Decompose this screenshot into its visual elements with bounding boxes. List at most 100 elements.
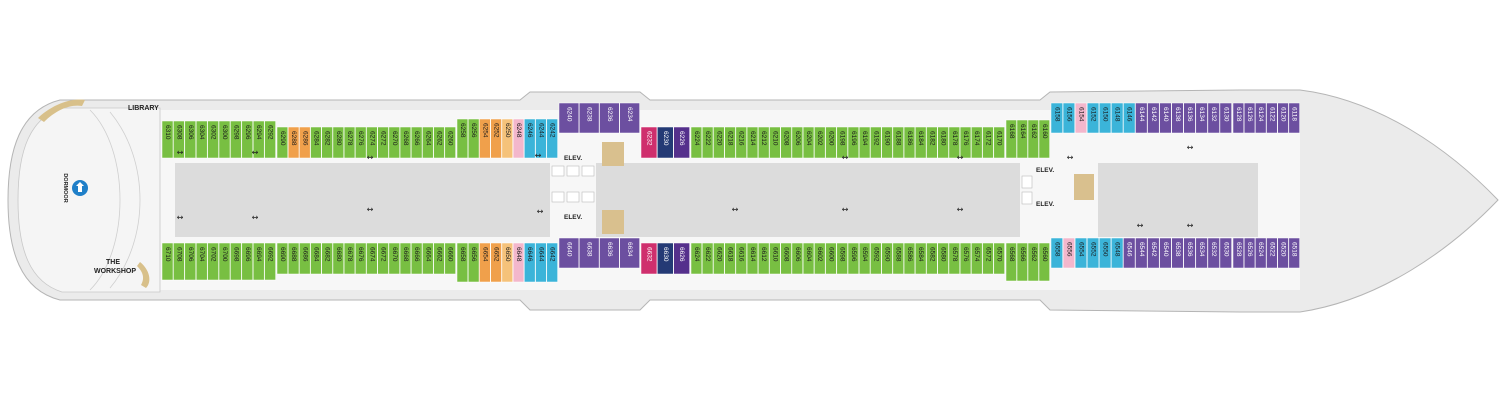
cabin-6194[interactable] bbox=[858, 126, 871, 159]
cabin-6586[interactable] bbox=[903, 242, 916, 275]
cabin-6290[interactable] bbox=[276, 126, 289, 159]
cabin-6198[interactable] bbox=[836, 126, 848, 159]
cabin-6310[interactable] bbox=[161, 120, 174, 159]
cabin-6234[interactable] bbox=[619, 102, 640, 134]
cabin-6130[interactable] bbox=[1219, 102, 1232, 134]
cabin-6542[interactable] bbox=[1147, 237, 1160, 269]
cabin-6568[interactable] bbox=[1005, 242, 1017, 282]
cabin-6154[interactable] bbox=[1074, 102, 1088, 134]
cabin-6192[interactable] bbox=[870, 126, 882, 159]
cabin-6648[interactable] bbox=[512, 242, 525, 283]
cabin-6140[interactable] bbox=[1159, 102, 1172, 134]
cabin-6616[interactable] bbox=[735, 242, 747, 275]
cabin-6674[interactable] bbox=[366, 242, 378, 275]
cabin-6208[interactable] bbox=[780, 126, 792, 159]
cabin-6580[interactable] bbox=[937, 242, 949, 275]
cabin-6230[interactable] bbox=[657, 126, 674, 159]
cabin-6236[interactable] bbox=[599, 102, 620, 134]
cabin-6180[interactable] bbox=[937, 126, 949, 159]
cabin-6626[interactable] bbox=[673, 242, 690, 275]
cabin-6210[interactable] bbox=[769, 126, 781, 159]
cabin-6124[interactable] bbox=[1255, 102, 1267, 134]
cabin-6682[interactable] bbox=[321, 242, 333, 275]
cabin-6232[interactable] bbox=[640, 126, 658, 159]
cabin-6598[interactable] bbox=[836, 242, 848, 275]
cabin-6164[interactable] bbox=[1016, 119, 1028, 159]
cabin-6594[interactable] bbox=[858, 242, 871, 275]
cabin-6554[interactable] bbox=[1074, 237, 1088, 269]
cabin-6642[interactable] bbox=[546, 242, 558, 283]
cabin-6274[interactable] bbox=[366, 126, 378, 159]
cabin-6262[interactable] bbox=[433, 126, 445, 159]
cabin-6522[interactable] bbox=[1266, 237, 1278, 269]
cabin-6698[interactable] bbox=[230, 242, 242, 281]
cabin-6282[interactable] bbox=[321, 126, 333, 159]
cabin-6286[interactable] bbox=[299, 126, 311, 159]
cabin-6706[interactable] bbox=[184, 242, 197, 281]
cabin-6214[interactable] bbox=[746, 126, 759, 159]
cabin-6296[interactable] bbox=[241, 120, 254, 159]
cabin-6668[interactable] bbox=[399, 242, 412, 275]
cabin-6606[interactable] bbox=[791, 242, 803, 275]
cabin-6136[interactable] bbox=[1183, 102, 1196, 134]
cabin-6306[interactable] bbox=[184, 120, 197, 159]
cabin-6690[interactable] bbox=[276, 242, 289, 275]
cabin-6650[interactable] bbox=[501, 242, 513, 283]
cabin-6240[interactable] bbox=[558, 102, 580, 134]
cabin-6558[interactable] bbox=[1050, 237, 1063, 269]
cabin-6176[interactable] bbox=[959, 126, 972, 159]
cabin-6532[interactable] bbox=[1207, 237, 1220, 269]
cabin-6128[interactable] bbox=[1232, 102, 1245, 134]
cabin-6680[interactable] bbox=[332, 242, 344, 275]
cabin-6602[interactable] bbox=[814, 242, 826, 275]
cabin-6206[interactable] bbox=[791, 126, 803, 159]
cabin-6612[interactable] bbox=[758, 242, 770, 275]
cabin-6660[interactable] bbox=[444, 242, 456, 275]
cabin-6664[interactable] bbox=[422, 242, 434, 275]
cabin-6256[interactable] bbox=[467, 118, 480, 159]
cabin-6186[interactable] bbox=[903, 126, 916, 159]
cabin-6678[interactable] bbox=[343, 242, 356, 275]
cabin-6174[interactable] bbox=[971, 126, 983, 159]
cabin-6142[interactable] bbox=[1147, 102, 1160, 134]
cabin-6118[interactable] bbox=[1288, 102, 1300, 134]
cabin-6530[interactable] bbox=[1219, 237, 1232, 269]
cabin-6638[interactable] bbox=[579, 237, 600, 269]
cabin-6624[interactable] bbox=[690, 242, 703, 275]
cabin-6284[interactable] bbox=[310, 126, 322, 159]
cabin-6162[interactable] bbox=[1027, 119, 1039, 159]
cabin-6132[interactable] bbox=[1207, 102, 1220, 134]
cabin-6524[interactable] bbox=[1255, 237, 1267, 269]
cabin-6538[interactable] bbox=[1171, 237, 1184, 269]
cabin-6534[interactable] bbox=[1195, 237, 1208, 269]
cabin-6578[interactable] bbox=[948, 242, 960, 275]
cabin-6622[interactable] bbox=[701, 242, 714, 275]
cabin-6202[interactable] bbox=[814, 126, 826, 159]
cabin-6268[interactable] bbox=[399, 126, 412, 159]
cabin-6298[interactable] bbox=[230, 120, 242, 159]
cabin-6688[interactable] bbox=[287, 242, 300, 275]
cabin-6190[interactable] bbox=[881, 126, 893, 159]
cabin-6222[interactable] bbox=[701, 126, 714, 159]
cabin-6644[interactable] bbox=[535, 242, 547, 283]
cabin-6188[interactable] bbox=[892, 126, 904, 159]
cabin-6134[interactable] bbox=[1195, 102, 1208, 134]
cabin-6302[interactable] bbox=[207, 120, 219, 159]
cabin-6692[interactable] bbox=[264, 242, 276, 281]
cabin-6618[interactable] bbox=[724, 242, 736, 275]
cabin-6550[interactable] bbox=[1099, 237, 1112, 269]
cabin-6684[interactable] bbox=[310, 242, 322, 275]
cabin-6666[interactable] bbox=[411, 242, 423, 275]
cabin-6178[interactable] bbox=[948, 126, 960, 159]
cabin-6242[interactable] bbox=[546, 118, 558, 159]
cabin-6216[interactable] bbox=[735, 126, 747, 159]
cabin-6300[interactable] bbox=[218, 120, 231, 159]
cabin-6292[interactable] bbox=[264, 120, 276, 159]
cabin-6182[interactable] bbox=[926, 126, 938, 159]
cabin-6696[interactable] bbox=[241, 242, 254, 281]
cabin-6596[interactable] bbox=[847, 242, 860, 275]
cabin-6220[interactable] bbox=[713, 126, 725, 159]
cabin-6278[interactable] bbox=[343, 126, 356, 159]
cabin-6120[interactable] bbox=[1277, 102, 1289, 134]
cabin-6560[interactable] bbox=[1038, 242, 1050, 282]
